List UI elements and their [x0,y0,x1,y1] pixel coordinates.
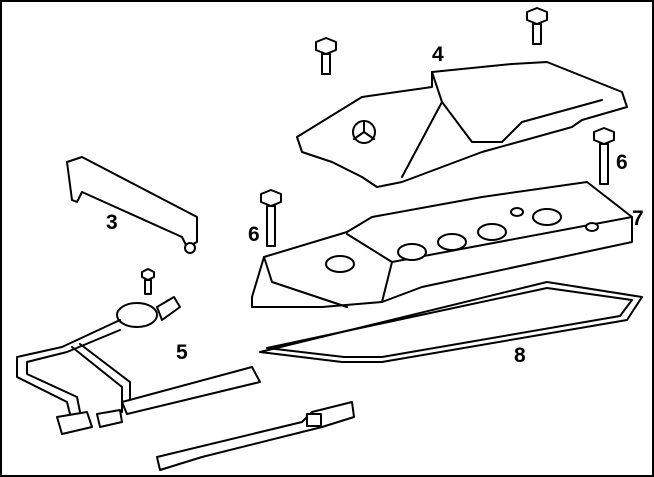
callout-6-right: 6 [616,151,628,174]
callout-3: 3 [106,211,118,234]
bolt-top-right [526,7,548,45]
cylinder-head-cover [251,181,633,308]
callout-7: 7 [632,207,644,230]
bolt-left [260,189,282,247]
callout-8: 8 [514,344,526,367]
breather-hoses [16,268,261,435]
gasket [259,281,643,363]
callout-6-left: 6 [248,223,260,246]
callout-4: 4 [432,43,444,66]
ignition-cable-cover [66,156,198,254]
bolt-right [593,127,615,185]
engine-cover [296,61,628,188]
bolt-top-left [315,37,337,75]
callout-5: 5 [176,341,188,364]
rail [156,401,355,471]
